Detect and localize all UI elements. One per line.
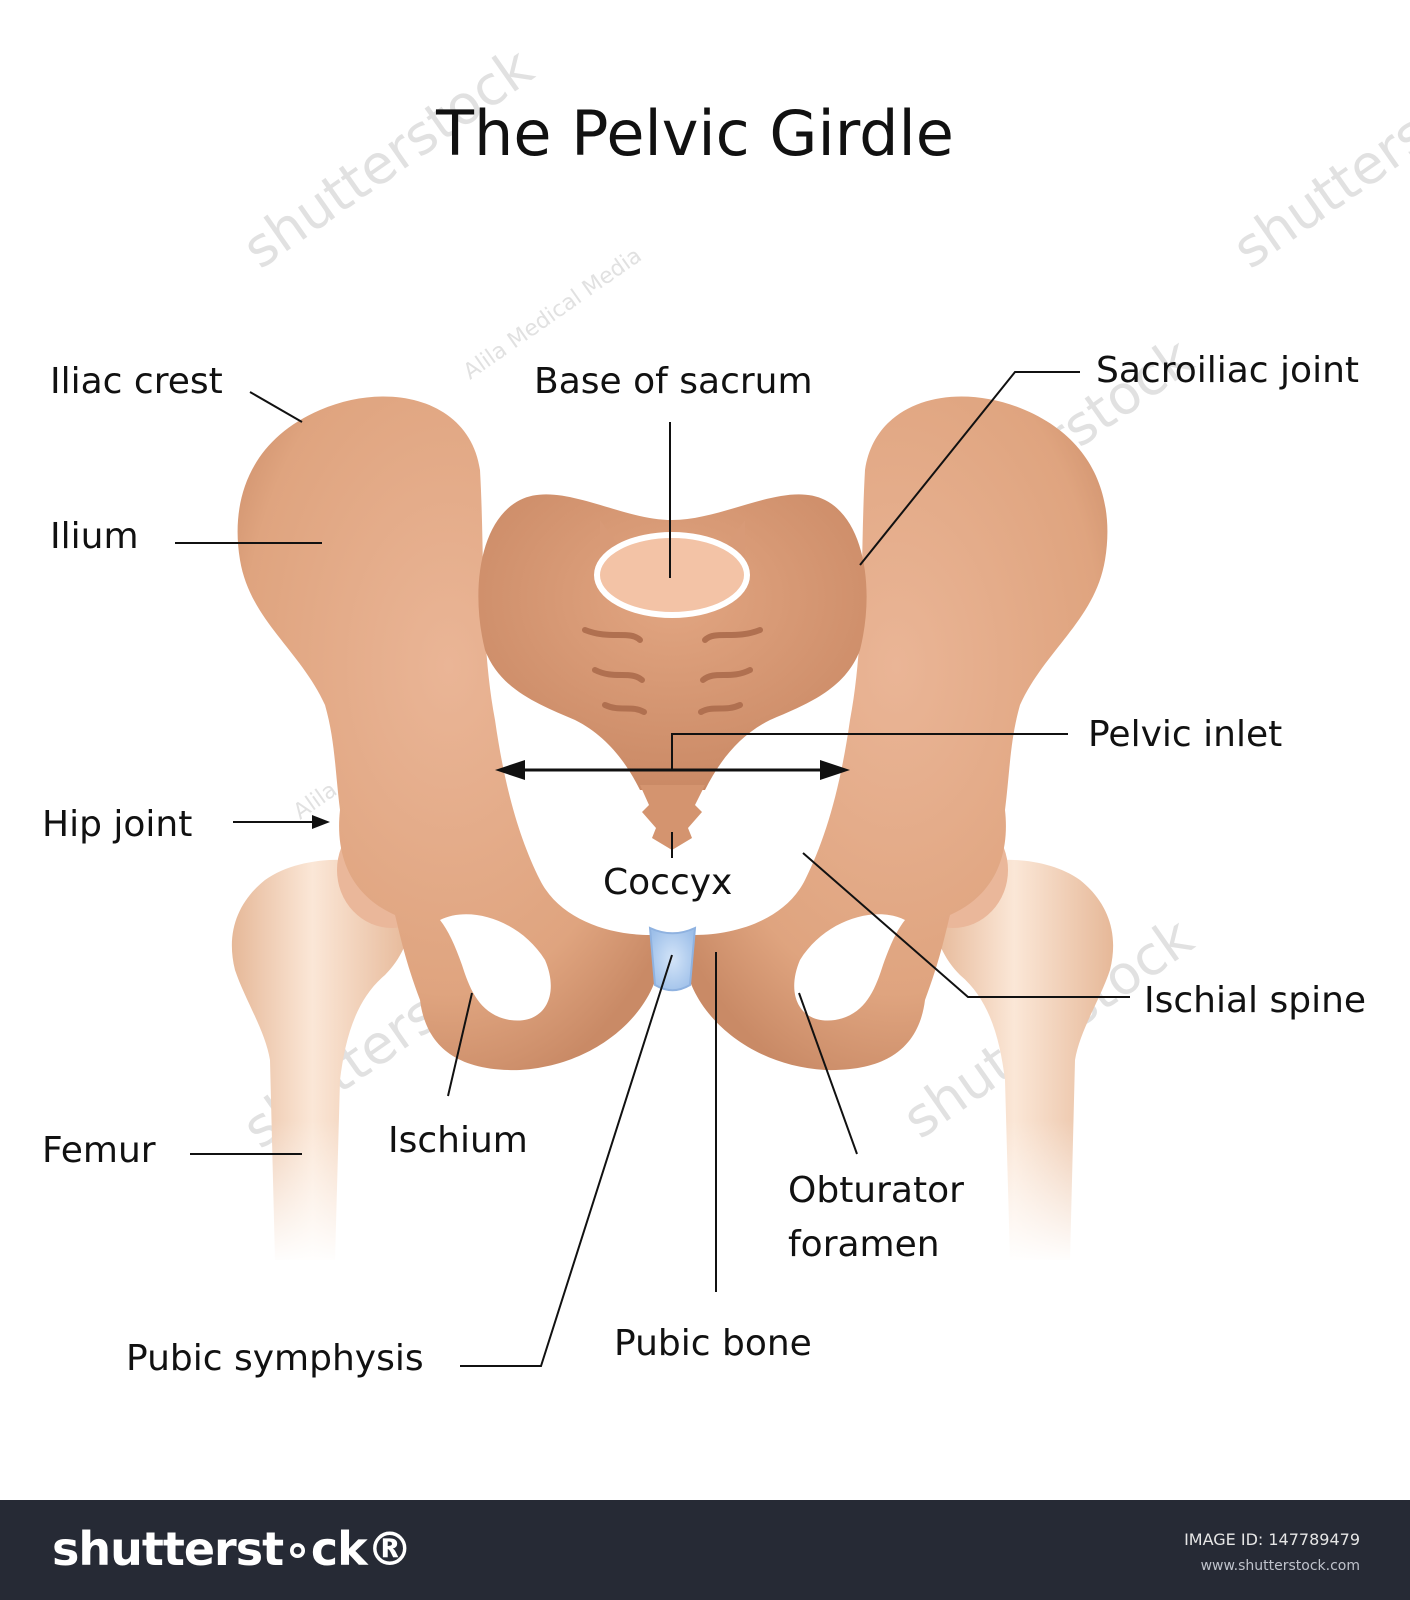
label-base-of-sacrum: Base of sacrum (534, 361, 813, 402)
watermark-brand-5: shutterstock (1221, 35, 1410, 281)
label-ischium: Ischium (388, 1120, 528, 1161)
label-coccyx: Coccyx (603, 862, 732, 903)
left-hip-bone (237, 396, 660, 1071)
label-ilium: Ilium (50, 516, 139, 557)
shutterstock-logo[interactable]: shutterst∘ck® (52, 1522, 413, 1576)
image-id: IMAGE ID: 147789479 (1184, 1530, 1360, 1549)
labels: Iliac crest Base of sacrum Sacroiliac jo… (42, 350, 1366, 1379)
label-hip-joint: Hip joint (42, 804, 192, 845)
image-id-label: IMAGE ID: (1184, 1530, 1264, 1549)
footer-url-link[interactable]: www.shutterstock.com (1200, 1558, 1360, 1574)
diagram-title: The Pelvic Girdle (435, 97, 954, 170)
label-ischial-spine: Ischial spine (1144, 980, 1366, 1021)
footer-bar: shutterst∘ck® IMAGE ID: 147789479 www.sh… (0, 1500, 1410, 1600)
coccyx (640, 785, 705, 850)
image-id-value: 147789479 (1268, 1530, 1360, 1549)
pelvic-girdle-diagram: shutterstock shutterstock shutterstock s… (42, 35, 1410, 1379)
label-sacroiliac-joint: Sacroiliac joint (1096, 350, 1359, 391)
label-iliac-crest: Iliac crest (50, 361, 223, 402)
label-pelvic-inlet: Pelvic inlet (1088, 714, 1282, 755)
label-pubic-bone: Pubic bone (614, 1323, 812, 1364)
label-obturator-foramen-line2: foramen (788, 1224, 940, 1265)
label-pubic-symphysis: Pubic symphysis (126, 1338, 424, 1379)
label-obturator-foramen-line1: Obturator (788, 1170, 964, 1211)
sacrum (478, 494, 867, 790)
leader-lines (175, 371, 1130, 1367)
pubic-symphysis-cartilage (648, 926, 697, 992)
label-femur: Femur (42, 1130, 156, 1171)
